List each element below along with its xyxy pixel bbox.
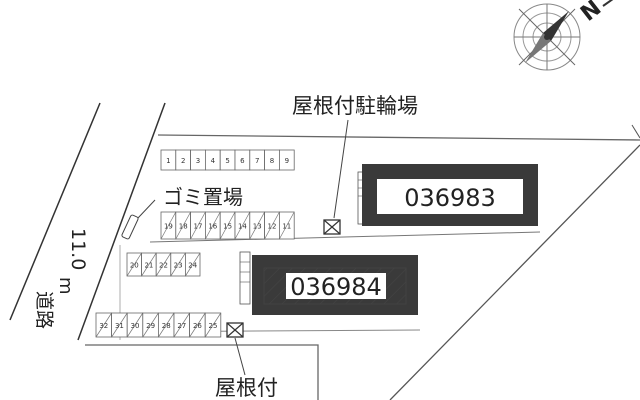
parking-slot-number: 31 — [115, 322, 124, 330]
parking-row-bottom: 32 31 30 29 28 27 26 25 — [95, 312, 222, 338]
parking-slot-number: 13 — [253, 223, 262, 231]
parking-slot-number: 20 — [130, 262, 139, 270]
parking-slot-number: 9 — [285, 157, 289, 165]
road-width-label: 11.0 — [67, 228, 89, 270]
parking-slot-hatch — [264, 211, 280, 240]
parking-slot-hatch — [158, 312, 175, 338]
building-036983-id: 036983 — [404, 184, 496, 212]
parking-slot-hatch — [205, 211, 221, 240]
parking-slot-hatch — [111, 312, 128, 338]
parking-slot-number: 14 — [238, 223, 247, 231]
parking-slot-hatch — [249, 211, 265, 240]
garbage-leader-line — [137, 199, 156, 219]
parking-slot-number: 3 — [196, 157, 200, 165]
parking-row-third: 20 21 22 23 24 — [126, 252, 201, 277]
compass-rose — [513, 3, 581, 71]
parking-slot-hatch — [142, 312, 159, 338]
parking-slot-hatch — [219, 211, 236, 240]
road-edge-right — [77, 102, 166, 341]
parking-slot-hatch — [141, 252, 157, 277]
bicycle-parking-marker-bottom — [226, 322, 244, 338]
parking-slot-number: 1 — [166, 157, 170, 165]
road-unit-label: m — [55, 277, 76, 295]
building-036983: 036983 — [357, 164, 538, 226]
bicycle-leader-line — [333, 119, 349, 219]
parking-slot-number: 30 — [131, 322, 140, 330]
parking-slot-number: 7 — [255, 157, 259, 165]
parking-row-second: 19 18 17 16 15 14 13 12 11 — [160, 211, 295, 240]
parking-row-top: 1 2 3 4 5 6 7 8 9 — [160, 149, 295, 171]
compass-north-pointer — [602, 0, 614, 7]
road-name-label: 道路 — [33, 291, 55, 329]
lot-divider-top — [149, 231, 541, 243]
bicycle-parking-marker-top — [323, 219, 341, 235]
parking-slot-hatch — [175, 211, 191, 240]
parking-slot-number: 18 — [179, 223, 188, 231]
roofed-label-bottom: 屋根付 — [215, 376, 278, 400]
bottom-leader-line — [234, 337, 246, 376]
parking-slot-hatch — [95, 312, 112, 338]
parking-slot-hatch — [204, 312, 222, 338]
parking-slot-number: 17 — [194, 223, 203, 231]
parking-slot-hatch — [189, 312, 206, 338]
parking-slot-number: 21 — [144, 262, 153, 270]
site-boundary-bottom — [85, 344, 319, 400]
building-036984: 036984 — [239, 251, 418, 315]
parking-slot-hatch — [234, 211, 251, 240]
parking-slot-hatch — [155, 252, 172, 277]
parking-slot-number: 26 — [193, 322, 202, 330]
parking-slot-hatch — [173, 312, 190, 338]
parking-slot-number: 23 — [174, 262, 183, 270]
parking-slot-number: 24 — [188, 262, 197, 270]
parking-slot-number: 4 — [211, 157, 216, 165]
parking-slot-number: 16 — [208, 223, 217, 231]
site-boundary-diagonal — [389, 144, 640, 400]
parking-slot-number: 12 — [268, 223, 277, 231]
parking-slot-number: 15 — [223, 223, 232, 231]
parking-slot-number: 27 — [177, 322, 186, 330]
parking-slot-number: 5 — [225, 157, 229, 165]
parking-slot-number: 25 — [209, 322, 218, 330]
parking-slot-number: 11 — [282, 223, 291, 231]
building-036984-id: 036984 — [290, 273, 382, 301]
parking-slot-hatch — [126, 252, 142, 277]
site-boundary — [157, 134, 640, 141]
parking-slot-number: 6 — [240, 157, 245, 165]
bike-stand-marker — [121, 214, 139, 240]
parking-slot-hatch — [190, 211, 206, 240]
parking-slot-number: 28 — [162, 322, 171, 330]
parking-slot-number: 29 — [146, 322, 155, 330]
parking-slot-number: 8 — [270, 157, 274, 165]
roofed-bicycle-parking-label: 屋根付駐輪場 — [292, 94, 418, 118]
parking-slot-number: 32 — [99, 322, 108, 330]
site-boundary-stub — [631, 124, 640, 139]
compass-north-label: N — [576, 0, 606, 27]
parking-slot-hatch — [170, 252, 186, 277]
parking-slot-hatch — [185, 252, 201, 277]
parking-slot-hatch — [126, 312, 144, 338]
parking-slot-number: 19 — [164, 223, 173, 231]
road-edge-left — [9, 102, 101, 321]
parking-slot-number: 2 — [181, 157, 185, 165]
parking-slot-hatch — [279, 211, 295, 240]
parking-slot-hatch — [160, 211, 177, 240]
road-name-text: 道路 — [33, 291, 55, 329]
parking-slot-number: 22 — [159, 262, 168, 270]
garbage-area-label: ゴミ置場 — [163, 185, 243, 209]
parking-slot — [278, 149, 295, 171]
